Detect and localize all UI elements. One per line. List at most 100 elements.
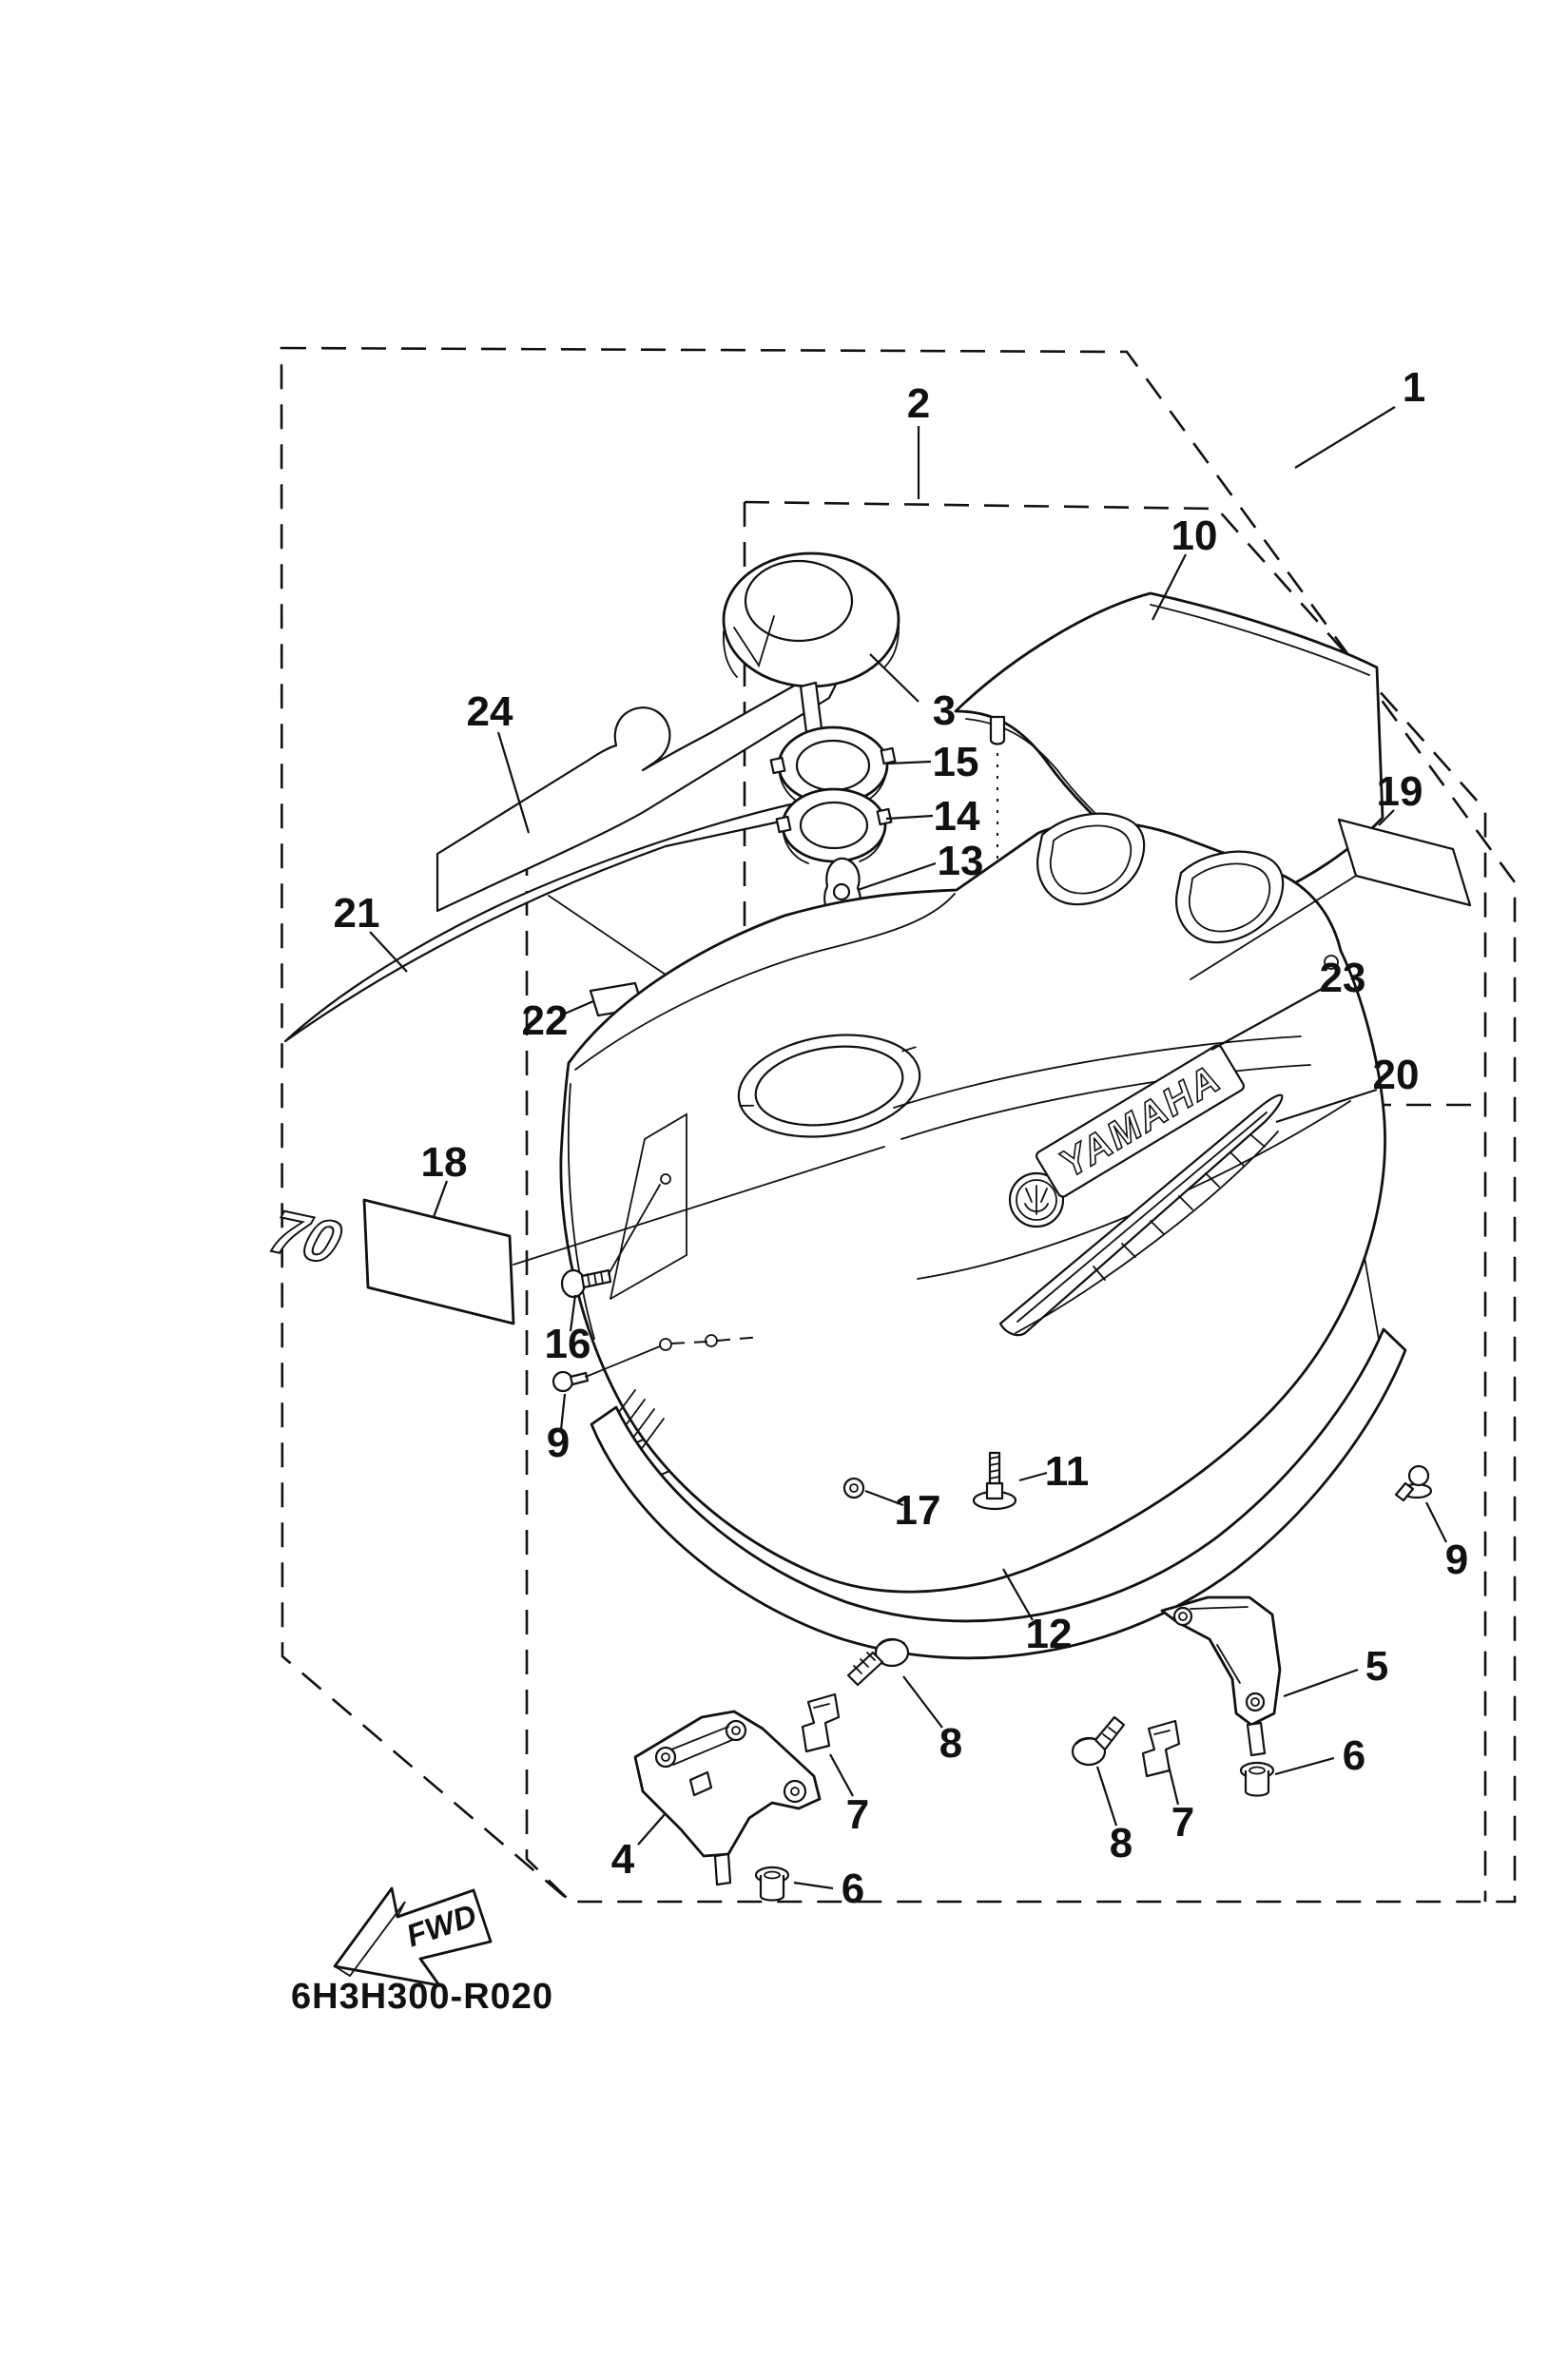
- screw-16: [560, 1184, 661, 1299]
- leader-3: [869, 653, 920, 703]
- tuning-fork-icon: [1024, 1185, 1049, 1215]
- leader-8: [902, 1675, 943, 1729]
- callout-11: 11: [1045, 1448, 1090, 1495]
- callout-16: 16: [545, 1321, 591, 1367]
- callout-22: 22: [522, 997, 569, 1044]
- outer-boundary: [280, 346, 1517, 1904]
- retainer-ring-14: [775, 787, 893, 864]
- leader-1: [1294, 406, 1396, 469]
- front-notch: [610, 1112, 687, 1300]
- leader-17: [864, 1489, 904, 1507]
- callout-21: 21: [334, 890, 380, 937]
- decal-19-graphic: [1190, 818, 1472, 980]
- callout-2: 2: [907, 380, 930, 427]
- callout-8: 8: [1110, 1820, 1132, 1866]
- callout-1: 1: [1403, 364, 1425, 411]
- leader-24: [496, 731, 531, 834]
- screw-8-right: [1071, 1715, 1126, 1767]
- leader-11: [1018, 1471, 1048, 1482]
- bushing-6-right: [1239, 1761, 1275, 1797]
- leader-8: [1095, 1766, 1118, 1827]
- bracket4-pin: [713, 1852, 732, 1886]
- callout-12: 12: [1026, 1611, 1073, 1657]
- screw-9-right: [1394, 1464, 1433, 1502]
- screw16-locator: [608, 1184, 661, 1275]
- leader-7: [829, 1753, 854, 1797]
- callout-15: 15: [933, 739, 979, 785]
- bracket-5: [1160, 1595, 1282, 1757]
- bushing-6-left: [754, 1866, 790, 1902]
- bracket-4: [633, 1710, 822, 1886]
- callout-20: 20: [1373, 1052, 1420, 1098]
- leader-12: [1002, 1568, 1034, 1621]
- callout-9: 9: [547, 1420, 570, 1466]
- leader-14: [885, 814, 934, 821]
- leader-18: [432, 1180, 449, 1218]
- bracket5-pin: [1246, 1721, 1267, 1757]
- screw9-locator: [585, 1345, 661, 1378]
- callout-7: 7: [846, 1791, 869, 1838]
- callout-14: 14: [934, 793, 980, 840]
- seal-ring-12: [590, 1327, 1407, 1660]
- callout-18: 18: [421, 1139, 468, 1186]
- leader-20: [1275, 1088, 1378, 1124]
- yamaha-roundel: [1008, 1171, 1065, 1228]
- retainer-ring-15: [769, 725, 897, 806]
- screw9-hole-a: [659, 1338, 672, 1351]
- grommet-17: [842, 1477, 865, 1499]
- decal-21-graphic: [283, 802, 797, 1043]
- callout-8: 8: [939, 1720, 962, 1767]
- callout-3: 3: [933, 687, 956, 734]
- badge-text: 70: [261, 1197, 349, 1277]
- callout-17: 17: [895, 1487, 941, 1534]
- callout-4: 4: [611, 1836, 635, 1883]
- inner-boundary: [525, 500, 1487, 1903]
- leader-10: [1152, 553, 1187, 621]
- top-cowling-body: [559, 812, 1386, 1594]
- leader-9: [559, 1393, 567, 1431]
- leader-16: [569, 1294, 577, 1332]
- leader-5: [1283, 1668, 1359, 1698]
- callout-6: 6: [1343, 1732, 1365, 1779]
- rear-notch-hole: [1324, 955, 1339, 970]
- screw16-hole: [660, 1173, 671, 1185]
- clamp-7-left: [801, 1692, 841, 1753]
- top-cover-10: [954, 591, 1384, 907]
- handle-pocket-right: [1175, 850, 1285, 944]
- stripe-decal-20: [998, 1093, 1284, 1337]
- badge-locator-line: [513, 1146, 885, 1266]
- leader-23: [1210, 988, 1323, 1051]
- callout-13: 13: [938, 838, 984, 884]
- vent-ring: [737, 1034, 921, 1138]
- callout-9: 9: [1445, 1537, 1468, 1583]
- drawing-code: 6H3H300-R020: [291, 1977, 553, 2017]
- callout-24: 24: [467, 688, 513, 735]
- leader-15: [887, 760, 932, 765]
- screw-9-left: [552, 1345, 661, 1393]
- fwd-arrow: FWD: [333, 1886, 493, 1987]
- clamp-7-right: [1141, 1719, 1181, 1778]
- screw-11: [972, 1451, 1017, 1511]
- leader-19: [1378, 809, 1395, 826]
- leader-13: [857, 861, 937, 892]
- leader-9: [1425, 1501, 1447, 1543]
- fuel-cap-3: [722, 551, 900, 810]
- leader-6: [793, 1881, 834, 1890]
- callout-10: 10: [1171, 512, 1218, 559]
- callout-23: 23: [1320, 955, 1366, 1001]
- cover-peg: [989, 715, 1006, 745]
- callout-5: 5: [1365, 1643, 1388, 1690]
- leader-4: [637, 1812, 667, 1846]
- handle-pocket-left: [1036, 812, 1146, 906]
- leader-7: [1167, 1765, 1180, 1806]
- leader-6: [1274, 1756, 1335, 1776]
- callout-7: 7: [1171, 1799, 1194, 1846]
- leader-21: [369, 931, 408, 973]
- callout-19: 19: [1377, 768, 1423, 815]
- callout-6: 6: [842, 1866, 864, 1912]
- decal-24-graphic: [436, 667, 839, 913]
- leader-22: [564, 999, 594, 1015]
- screw-8-left: [846, 1637, 910, 1687]
